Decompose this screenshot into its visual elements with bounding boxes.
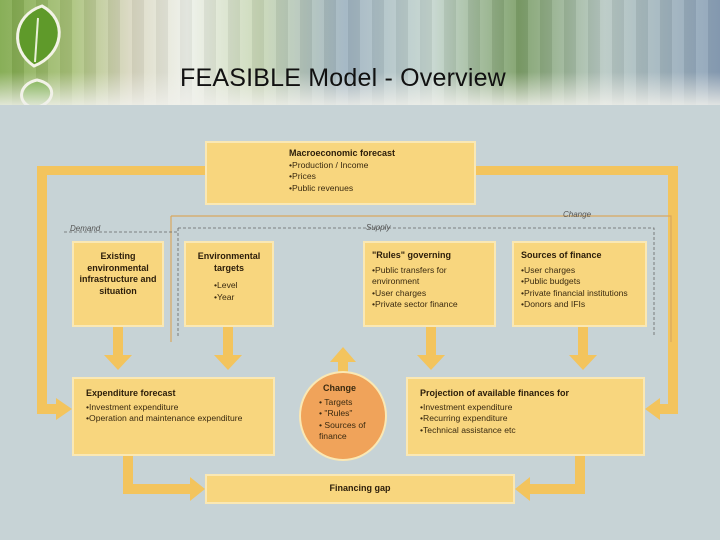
projection-item: Investment expenditure [420, 402, 631, 414]
macro-item: Production / Income [289, 160, 468, 172]
arrow-change-up [330, 347, 356, 372]
sources-of-finance-title: Sources of finance [521, 250, 602, 260]
change-item-text: Sources of finance [319, 419, 366, 442]
slide-title: FEASIBLE Model - Overview [180, 64, 506, 92]
sources-item: User charges [521, 265, 638, 277]
arrow-expenditure-to-gap [123, 456, 205, 501]
sources-item: Donors and IFIs [521, 299, 638, 311]
macro-item: Public revenues [289, 183, 468, 195]
targets-item: Level [214, 280, 266, 292]
sources-item: Public budgets [521, 276, 638, 288]
environmental-targets-title: Environmental targets [197, 251, 261, 273]
arrow-sources-down [569, 327, 597, 370]
change-item-text: Targets [324, 396, 353, 407]
macro-forecast-box: Macroeconomic forecast Production / Inco… [205, 141, 476, 205]
change-circle: Change • Targets • "Rules" • Sources of … [299, 371, 387, 461]
change-item: • Targets [319, 396, 353, 407]
banner-fade [0, 72, 720, 105]
rules-item: Private sector finance [372, 299, 487, 311]
macro-forecast-title: Macroeconomic forecast [289, 148, 396, 158]
change-item: • Sources of finance [319, 419, 366, 442]
environmental-targets-box: Environmental targets Level Year [184, 241, 274, 327]
rules-item: Public transfers for environment [372, 265, 487, 288]
change-item: • "Rules" [319, 408, 353, 418]
expenditure-item: Investment expenditure [86, 402, 261, 414]
projection-item: Recurring expenditure [420, 413, 631, 425]
existing-infrastructure-title: Existing environmental infrastructure an… [79, 251, 157, 296]
change-item-text: "Rules" [324, 408, 353, 418]
header-photo-banner: FEASIBLE Model - Overview [0, 0, 720, 105]
change-frame [170, 215, 672, 342]
arrow-rules-down [417, 327, 445, 370]
expenditure-item: Operation and maintenance expenditure [86, 413, 261, 425]
existing-infrastructure-box: Existing environmental infrastructure an… [72, 241, 164, 327]
sources-of-finance-box: Sources of finance User charges Public b… [512, 241, 647, 327]
expenditure-forecast-box: Expenditure forecast Investment expendit… [72, 377, 275, 456]
rules-item: User charges [372, 288, 487, 300]
arrow-projection-to-gap [515, 456, 585, 501]
arrow-existing-down [104, 327, 132, 370]
change-circle-title: Change [323, 383, 357, 393]
targets-item: Year [214, 292, 266, 304]
supply-frame [177, 227, 655, 336]
sources-item: Private financial institutions [521, 288, 638, 300]
financing-gap-title: Financing gap [329, 483, 391, 493]
demand-label: Demand [70, 224, 101, 233]
expenditure-forecast-title: Expenditure forecast [86, 388, 176, 398]
projection-finances-box: Projection of available finances for Inv… [406, 377, 645, 456]
change-frame-label: Change [563, 210, 592, 219]
arrow-targets-down [214, 327, 242, 370]
projection-item: Technical assistance etc [420, 425, 631, 437]
financing-gap-box: Financing gap [205, 474, 515, 504]
rules-governing-box: "Rules" governing Public transfers for e… [363, 241, 496, 327]
macro-item: Prices [289, 171, 468, 183]
rules-governing-title: "Rules" governing [372, 250, 452, 260]
supply-label: Supply [366, 223, 391, 232]
projection-finances-title: Projection of available finances for [420, 388, 570, 398]
